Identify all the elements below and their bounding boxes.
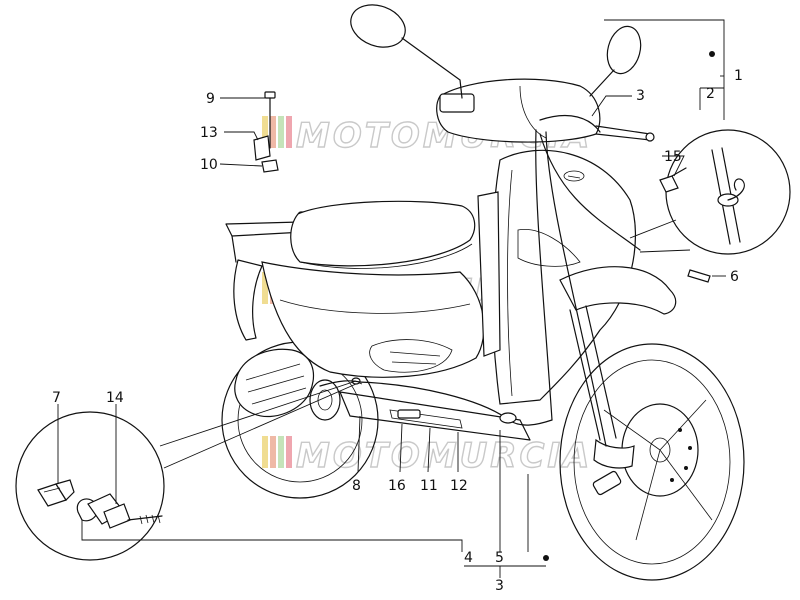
callout-3-bottom: 3 <box>495 578 504 594</box>
leader-lines <box>57 19 726 578</box>
rear-brake-cable <box>319 380 361 387</box>
callout-6: 6 <box>730 269 739 285</box>
engine-cover <box>234 348 314 418</box>
watermark-flag-icon <box>262 436 292 468</box>
right-mirror <box>589 25 642 97</box>
body-side-panel <box>261 261 485 378</box>
front-fork <box>569 305 635 496</box>
watermark-flag-icon <box>262 116 292 148</box>
callout-15: 15 <box>664 149 682 165</box>
callout-2: 2 <box>706 86 715 102</box>
callout-labels: 1 2 3 15 6 9 13 10 7 14 8 16 11 12 4 5 3 <box>52 68 743 594</box>
cable-harness <box>351 114 641 447</box>
detail-circle-rear <box>15 380 357 561</box>
callout-14: 14 <box>106 390 124 406</box>
callout-4: 4 <box>464 550 473 566</box>
group-dot-3 <box>543 555 549 561</box>
watermark-bottom: MOTOMURCIA <box>262 435 592 477</box>
callout-12: 12 <box>450 478 468 494</box>
scooter-illustration <box>221 4 745 581</box>
detail-circle-front <box>629 129 791 255</box>
group-dot-1 <box>709 51 715 57</box>
part-10-nut <box>261 159 279 173</box>
callout-3-top: 3 <box>636 88 645 104</box>
callout-9: 9 <box>206 91 215 107</box>
left-mirror <box>350 4 463 99</box>
callout-8: 8 <box>352 478 361 494</box>
callout-1: 1 <box>734 68 743 84</box>
watermark-text: MOTOMURCIA <box>296 436 592 476</box>
callout-16: 16 <box>388 478 406 494</box>
part-13-spacer <box>253 135 271 161</box>
part-9-screw <box>264 91 276 149</box>
front-fender <box>559 266 677 315</box>
part-7-adjuster-nut <box>37 479 75 507</box>
part-14-cable-clamp <box>76 493 163 529</box>
callout-13: 13 <box>200 125 218 141</box>
left-grip <box>595 125 651 135</box>
part-6-pin <box>687 269 711 283</box>
seat <box>290 200 476 267</box>
callout-11: 11 <box>420 478 438 494</box>
callout-7: 7 <box>52 390 61 406</box>
callout-10: 10 <box>200 157 218 173</box>
callout-5: 5 <box>495 550 504 566</box>
rear-fender <box>233 259 263 341</box>
floorboard <box>339 391 531 441</box>
